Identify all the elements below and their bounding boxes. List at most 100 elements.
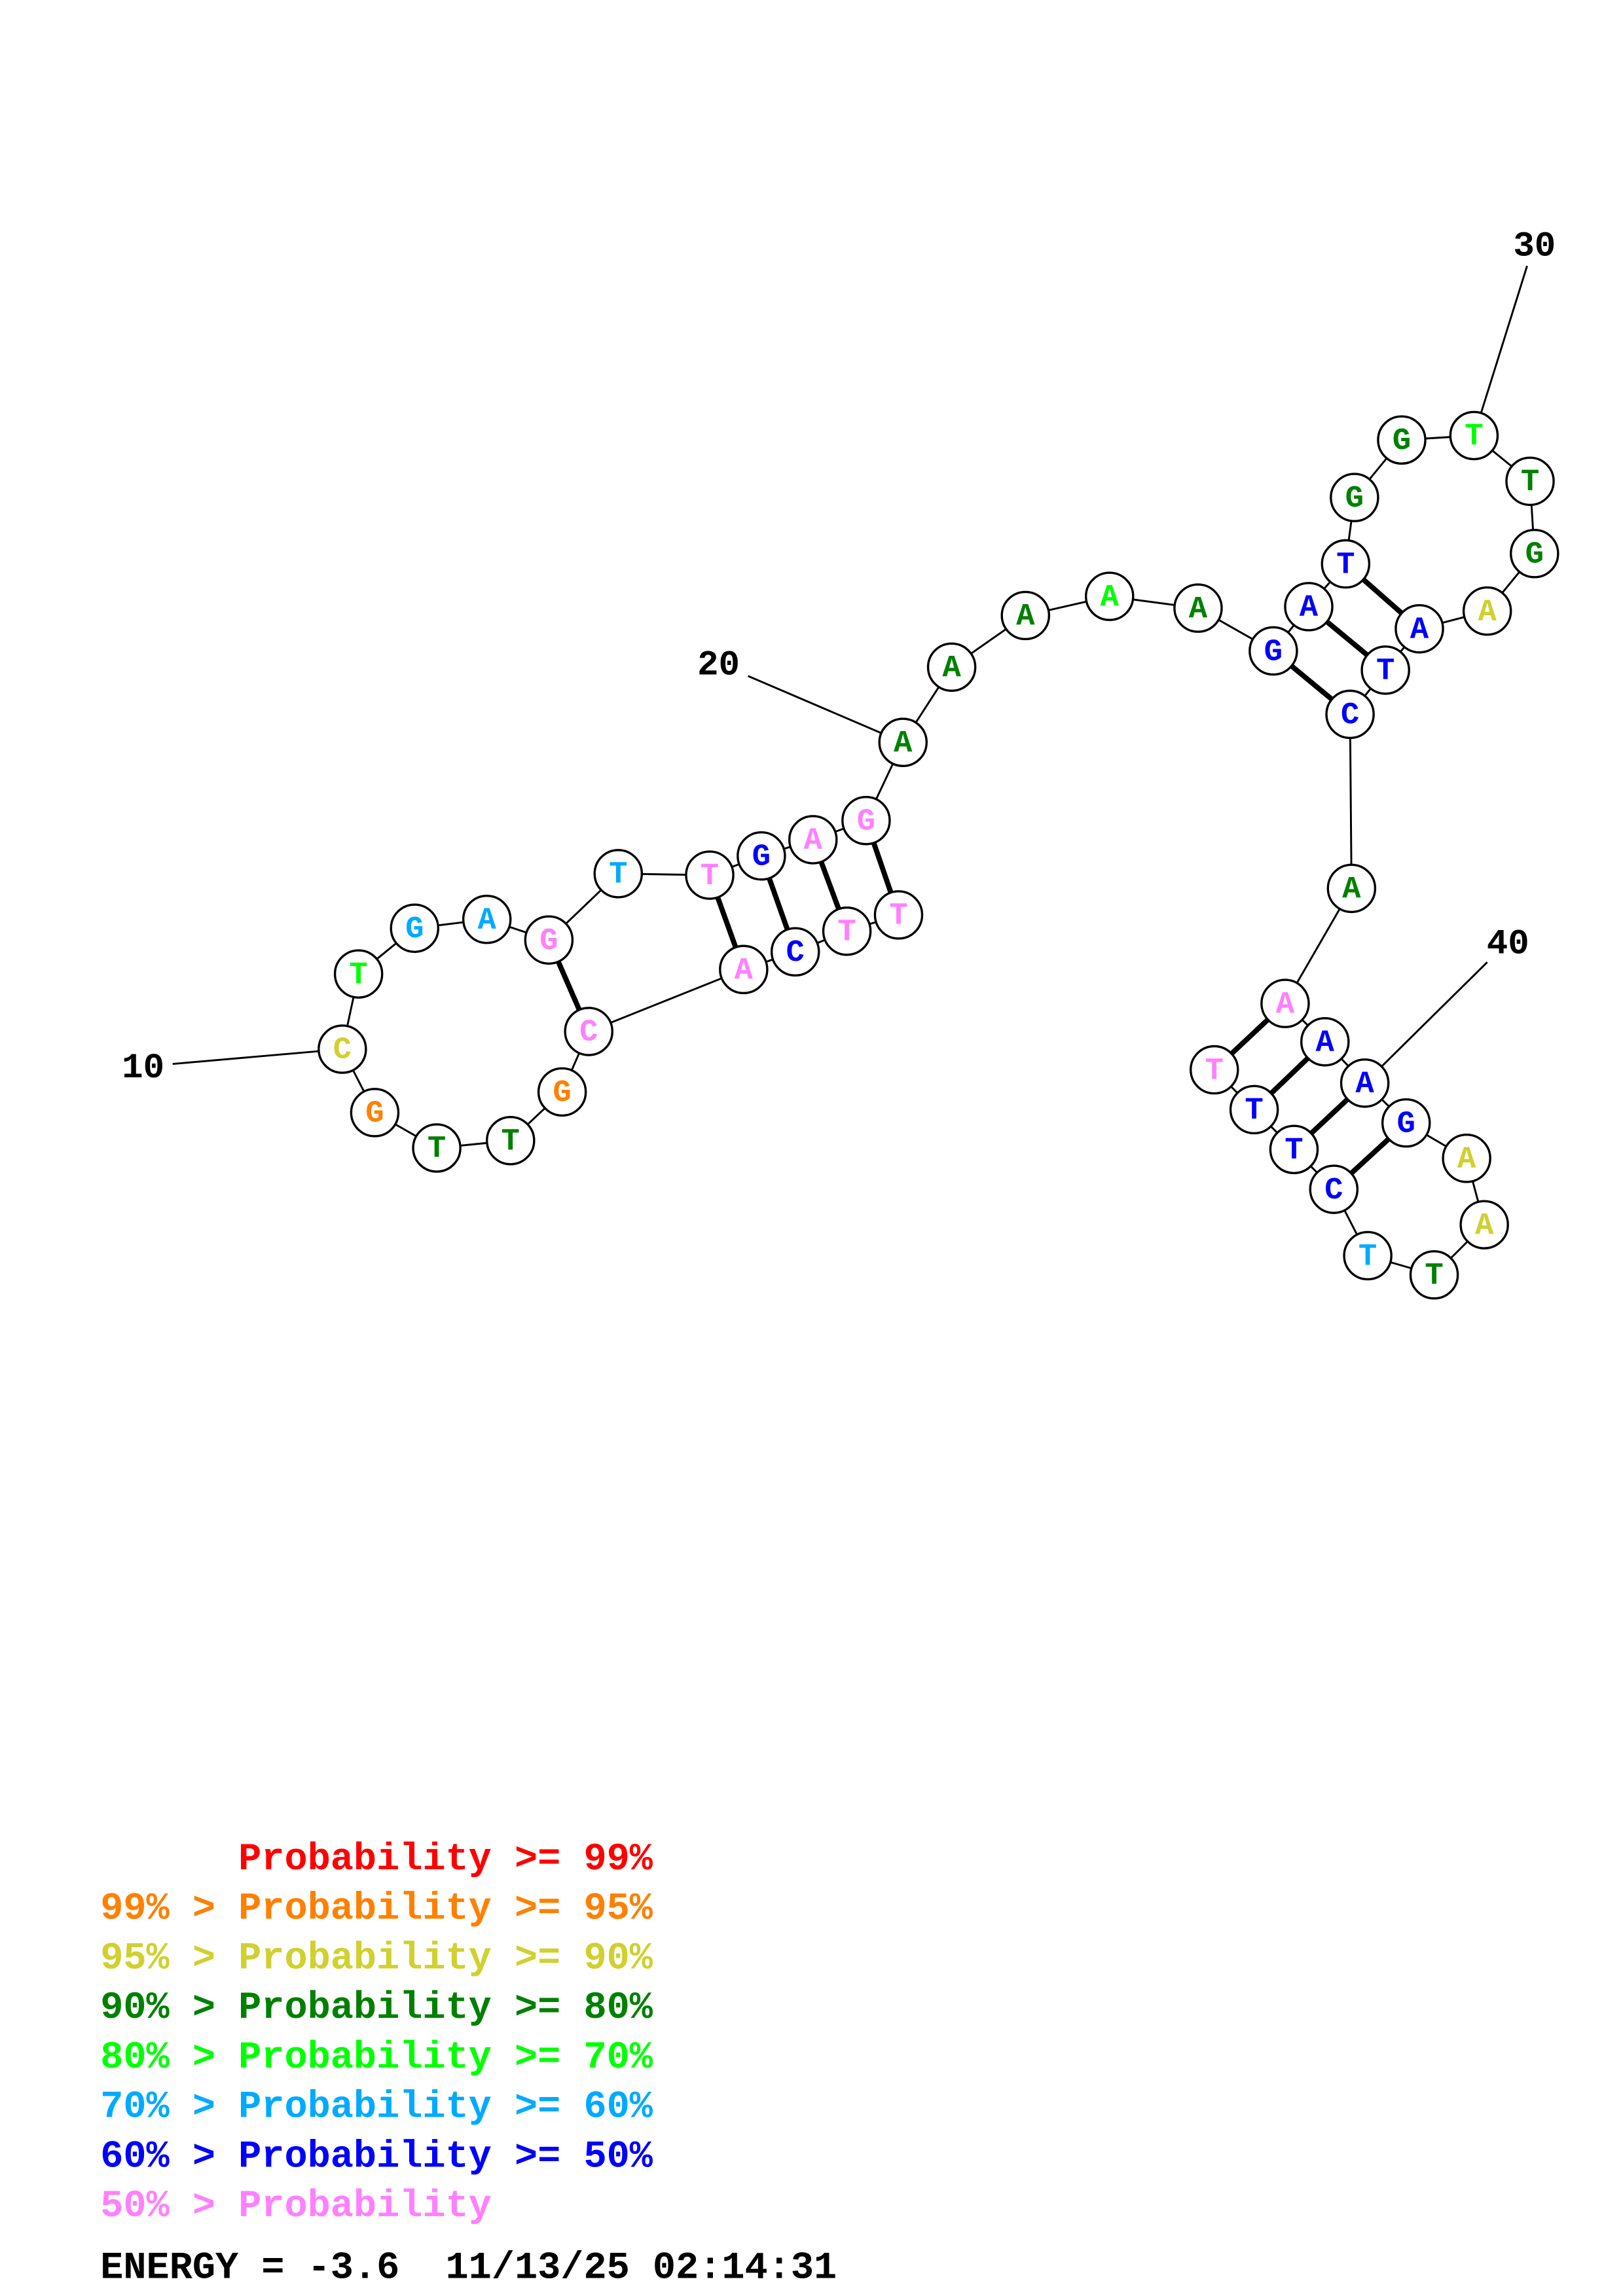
nucleotide-circle [1269,1124,1319,1175]
nucleotide-47: T [1269,1124,1319,1175]
nucleotide-7: T [486,1115,536,1166]
nucleotide-circle [1381,1098,1431,1148]
backbone-segment [588,968,744,1033]
nucleotide-circle [318,1024,367,1074]
nucleotide-circle [1360,645,1410,695]
nucleotide-circle [1459,1200,1509,1249]
nucleotide-41: G [1381,1098,1431,1148]
nucleotide-24: A [1173,583,1223,633]
nucleotide-11: T [333,949,384,999]
nucleotide-letter: C [1341,698,1359,733]
nucleotide-37: A [1326,863,1377,914]
nucleotide-35: T [1360,645,1410,695]
nucleotide-letter: A [1478,595,1497,630]
nucleotide-26: A [1284,582,1334,632]
nucleotide-letter: T [428,1132,446,1167]
nucleotide-15: T [593,849,644,899]
position-label-line [1364,961,1488,1084]
nucleotide-29: G [1377,415,1427,465]
nucleotide-letter: T [1245,1094,1263,1128]
nucleotide-10: C [318,1024,367,1074]
nucleotide-letter: A [1276,988,1295,1022]
nucleotide-38: A [1260,978,1310,1028]
nucleotide-20: A [878,717,928,767]
nucleotide-circle [564,1007,613,1056]
nucleotide-circle [1229,1085,1279,1135]
nucleotide-circle [462,894,512,944]
nucleotide-30: T [1449,410,1499,461]
nucleotide-27: T [1321,539,1371,589]
nucleotide-letter: T [501,1124,520,1159]
nucleotide-letter: T [889,899,907,934]
nucleotide-circle [486,1115,536,1166]
nucleotide-circle [1084,571,1135,621]
nucleotide-letter: G [1345,482,1364,516]
nucleotide-circle [1284,582,1334,632]
nucleotide-2: T [822,906,872,956]
nucleotide-circle [1000,590,1051,641]
nucleotide-42: A [1442,1134,1491,1183]
nucleotide-letter: G [553,1076,571,1111]
nucleotide-circle [1325,689,1375,740]
nucleotide-letter: A [1355,1067,1374,1102]
legend-entry: 90% > Probability >= 80% [100,1986,653,2030]
nucleotide-36: C [1325,689,1375,740]
nucleotide-circle [685,850,735,900]
nucleotide-letter: A [1189,592,1208,627]
nucleotide-circle [1249,626,1298,676]
nucleotide-circle [537,1067,587,1117]
nucleotide-circle [1260,978,1310,1028]
position-label-line [1472,265,1528,436]
nucleotide-letter: A [1101,581,1120,615]
legend-entry: 50% > Probability [100,2184,492,2228]
nucleotide-circle [873,890,924,940]
nucleotide-letter: A [1016,600,1035,634]
nucleotide-22: A [1000,590,1051,641]
nucleotide-letter: T [1521,465,1539,500]
nucleotide-circle [412,1123,462,1173]
nucleotide-letter: C [1324,1174,1343,1208]
nucleotide-circle [1309,1164,1359,1214]
nucleotide-circle [524,915,574,965]
nucleotide-circle [1409,1250,1459,1300]
nucleotide-letter: A [1410,613,1429,647]
nucleotide-circle [1330,473,1379,522]
position-label: 30 [1513,227,1556,267]
nucleotide-letter: A [1457,1143,1476,1177]
nucleotide-14: G [524,915,574,965]
nucleotide-circle [1442,1134,1491,1183]
nucleotide-4: A [719,944,769,995]
nucleotide-circle [878,717,928,767]
nucleotide-17: G [737,831,786,881]
nucleotide-8: T [412,1123,462,1173]
nucleotide-letter: C [333,1033,352,1068]
nucleotide-circle [1343,1230,1393,1281]
nucleotide-letter: G [752,840,771,875]
nucleotide-circle [1505,456,1555,507]
nucleotide-letter: G [539,924,558,959]
nucleotide-letter: A [1342,872,1361,907]
legend-entry: Probability >= 99% [100,1837,653,1881]
nucleotide-letter: T [1285,1134,1303,1168]
position-label: 10 [122,1049,164,1088]
legend-entry: 60% > Probability >= 50% [100,2134,653,2178]
nucleotide-letter: A [894,726,913,761]
nucleotide-circle [926,642,977,692]
nucleotide-circle [390,903,440,953]
nucleotide-circle [788,815,838,865]
nucleotide-46: C [1309,1164,1359,1214]
probability-legend: Probability >= 99%99% > Probability >= 9… [100,1837,653,2228]
nucleotide-31: T [1505,456,1555,507]
nucleotide-21: A [926,642,977,692]
nucleotide-circle [1377,415,1427,465]
nucleotide-letter: G [1525,538,1544,573]
nucleotide-9: G [350,1088,400,1138]
nucleotide-circle [1321,539,1371,589]
nucleotide-49: T [1189,1045,1239,1095]
nucleotide-circle [1173,583,1223,633]
nucleotide-letter: T [1465,420,1483,454]
backbone-segment [1349,714,1353,889]
nucleotide-letter: G [405,912,424,947]
